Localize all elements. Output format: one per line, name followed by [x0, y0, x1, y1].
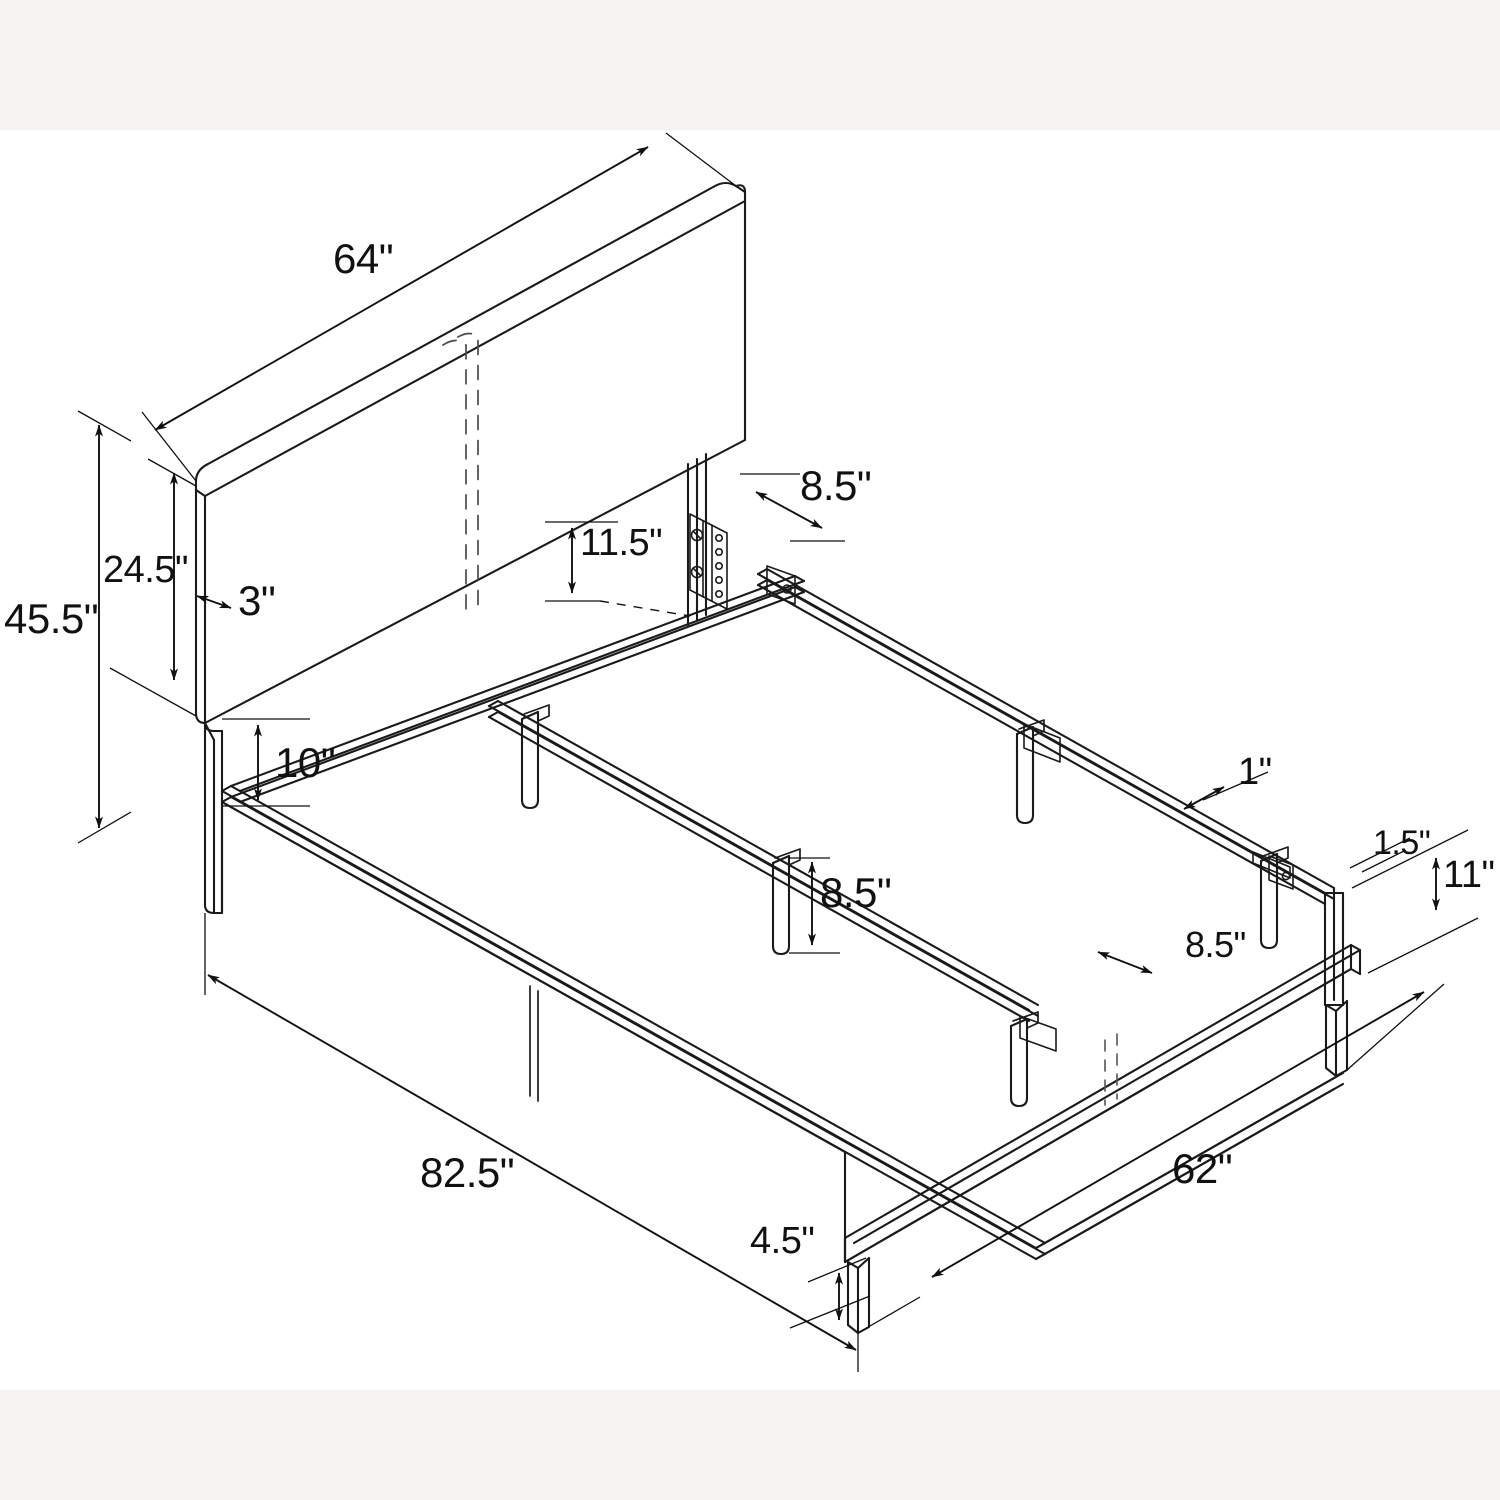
dim-line-45-5 — [77, 410, 132, 844]
footboard-skirt — [1323, 886, 1345, 1007]
dim-label-rail-offset-head: 8.5" — [800, 462, 872, 509]
dim-line-10 — [222, 718, 310, 807]
dim-label-side-rail-depth: 1.5" — [1373, 824, 1431, 862]
dim-line-82-5 — [204, 913, 859, 1372]
dim-label-overall-width: 62" — [1172, 1145, 1233, 1192]
dim-line-8-5-leg — [789, 857, 840, 954]
dim-label-headboard-thickness: 3" — [238, 577, 276, 624]
support-leg-3 — [1015, 719, 1045, 825]
dim-label-headboard-clearance: 10" — [275, 739, 336, 786]
dim-line-64 — [141, 132, 737, 482]
support-leg-4 — [1009, 1011, 1039, 1108]
dim-label-headboard-width: 64" — [333, 235, 394, 282]
side-skirt-left — [220, 800, 847, 1264]
side-rail-right — [756, 567, 1336, 906]
cross-rail-head — [229, 574, 806, 804]
dim-line-11 — [1351, 829, 1479, 974]
support-leg-1 — [520, 704, 550, 810]
dim-label-overall-length: 82.5" — [420, 1149, 515, 1196]
footboard-rail — [843, 943, 1362, 1264]
bottom-background-band — [0, 1390, 1500, 1500]
dim-line-8-5-head — [740, 473, 845, 542]
dim-line-62 — [857, 983, 1445, 1334]
dim-line-11-5 — [545, 521, 691, 617]
dim-line-24-5 — [109, 458, 197, 717]
dim-label-rail-thickness: 1" — [1238, 751, 1272, 793]
dim-label-overall-height: 45.5" — [4, 595, 99, 642]
headboard-post-left — [203, 721, 224, 915]
side-rail-left — [220, 784, 1047, 1261]
support-leg-2 — [771, 848, 801, 956]
corner-leg-front — [846, 1256, 871, 1335]
top-background-band — [0, 0, 1500, 130]
dim-label-rail-offset-foot: 8.5" — [1185, 924, 1246, 965]
dim-label-bracket-drop: 11.5" — [580, 522, 663, 564]
dim-label-footboard-height: 11" — [1443, 854, 1495, 896]
dim-label-headboard-panel-height: 24.5" — [103, 549, 188, 591]
rail-connector-bracket-mid — [1023, 723, 1061, 763]
center-support-rail — [487, 699, 1040, 1023]
dim-line-1-5 — [1349, 837, 1411, 873]
dim-line-1 — [1183, 771, 1269, 810]
dim-line-8-5-foot — [1097, 951, 1153, 974]
dim-label-leg-height: 4.5" — [750, 1220, 815, 1262]
headboard-panel — [194, 181, 747, 733]
dim-line-4-5 — [789, 1257, 871, 1329]
mounting-bracket — [689, 513, 728, 610]
side-skirt-bottom — [843, 967, 1353, 1264]
dim-line-3 — [196, 595, 232, 609]
dim-label-center-leg-height: 8.5" — [820, 869, 892, 916]
